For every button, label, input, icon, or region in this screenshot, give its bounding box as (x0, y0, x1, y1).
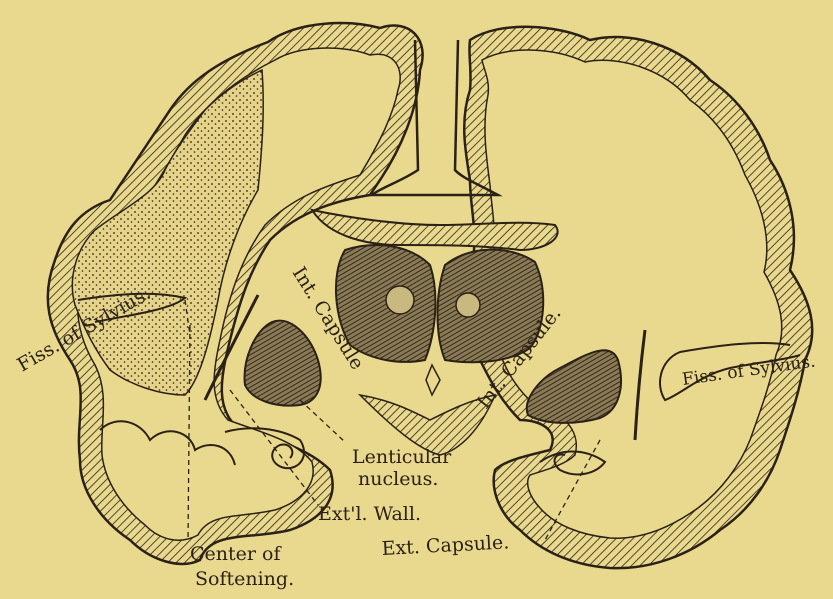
label-center-line2: Softening. (195, 568, 294, 590)
label-lenticular-line2: nucleus. (358, 468, 438, 490)
label-center-line1: Center of (190, 543, 282, 565)
right-lesion-spot (456, 293, 480, 317)
left-lenticular-nucleus (245, 321, 321, 406)
label-ext-wall: Ext'l. Wall. (318, 503, 421, 525)
label-lenticular-line1: Lenticular (352, 446, 452, 468)
label-ext-capsule: Ext. Capsule. (381, 531, 510, 560)
third-ventricle (426, 365, 440, 395)
pointer-line-lenticular (300, 400, 345, 442)
left-lesion-spot (386, 286, 414, 314)
